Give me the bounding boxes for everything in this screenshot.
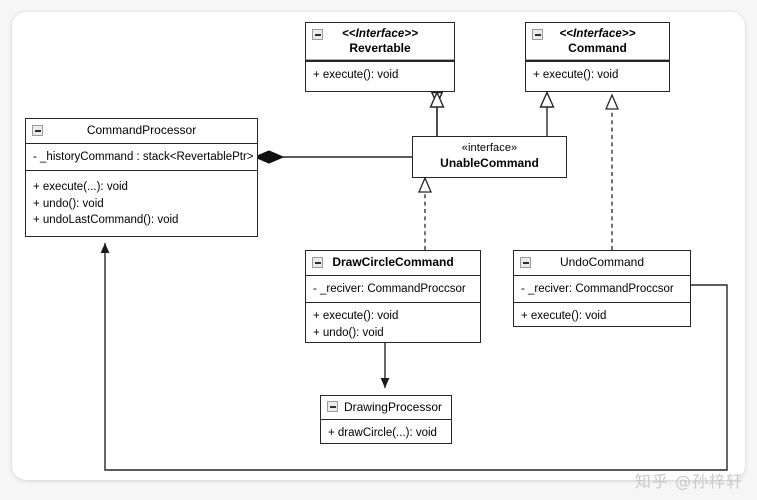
method-row: + execute(...): void — [33, 181, 128, 194]
class-header: <<Interface>> Revertable — [306, 23, 454, 63]
method-row: + undo(): void — [33, 197, 104, 210]
uml-class-command[interactable]: <<Interface>> Command + execute(): void — [525, 22, 670, 92]
attribute-row: - _reciver: CommandProccsor — [313, 283, 466, 295]
class-methods: + execute(): void + undo(): void — [306, 303, 480, 346]
uml-class-undocommand[interactable]: UndoCommand - _reciver: CommandProccsor … — [513, 250, 691, 327]
uml-class-revertable[interactable]: <<Interface>> Revertable + execute(): vo… — [305, 22, 455, 92]
class-name: Revertable — [349, 41, 411, 56]
class-name: UnableCommand — [440, 155, 539, 170]
uml-class-commandprocessor[interactable]: CommandProcessor - _historyCommand : sta… — [25, 118, 258, 237]
watermark-text: 知乎 @孙梓轩 — [634, 472, 743, 491]
connector-commandprocessor-to-unablecommand — [253, 150, 412, 164]
connector-undocommand-to-command — [605, 93, 619, 250]
class-attributes: - _reciver: CommandProccsor — [306, 276, 480, 304]
minus-icon[interactable] — [327, 401, 338, 412]
class-header: UndoCommand — [514, 251, 690, 276]
class-attributes: - _historyCommand : stack<RevertablePtr> — [26, 144, 257, 172]
class-methods: + drawCircle(...): void — [321, 420, 451, 446]
method-row: + drawCircle(...): void — [328, 427, 437, 439]
method-row: + execute(): void — [533, 69, 619, 82]
attribute-row: - _reciver: CommandProccsor — [521, 283, 674, 295]
connector-undocommand-to-commandprocessor — [100, 243, 728, 471]
minus-icon[interactable] — [312, 29, 323, 40]
method-row: + undo(): void — [313, 326, 384, 339]
class-stereotype: «interface» — [461, 142, 518, 154]
method-row: + execute(): void — [313, 310, 399, 323]
class-methods: + execute(): void — [526, 62, 669, 88]
method-row: + execute(): void — [313, 69, 399, 82]
class-name: Command — [568, 41, 627, 56]
class-header: «interface» UnableCommand — [413, 137, 566, 176]
class-methods: + execute(...): void + undo(): void + un… — [26, 171, 257, 233]
connector-drawcirclecommand-to-unablecommand — [418, 176, 432, 250]
class-name: DrawingProcessor — [343, 400, 443, 414]
method-row: + execute(): void — [521, 310, 607, 323]
uml-class-drawingprocessor[interactable]: DrawingProcessor + drawCircle(...): void — [320, 395, 452, 444]
class-name: DrawCircleCommand — [332, 255, 454, 269]
class-stereotype: <<Interface>> — [559, 28, 636, 40]
class-methods: + execute(): void — [514, 303, 690, 329]
minus-icon[interactable] — [32, 125, 43, 136]
class-header: CommandProcessor — [26, 119, 257, 144]
class-header: <<Interface>> Command — [526, 23, 669, 63]
minus-icon[interactable] — [520, 257, 531, 268]
class-stereotype: <<Interface>> — [341, 28, 419, 40]
attribute-row: - _historyCommand : stack<RevertablePtr> — [33, 151, 254, 163]
class-header: DrawingProcessor — [321, 396, 451, 420]
minus-icon[interactable] — [312, 257, 323, 268]
connector-unablecommand-to-command — [539, 90, 555, 136]
uml-class-unablecommand[interactable]: «interface» UnableCommand — [412, 136, 567, 178]
class-header: DrawCircleCommand — [306, 251, 480, 276]
class-name: UndoCommand — [559, 255, 645, 269]
method-row: + undoLastCommand(): void — [33, 213, 179, 226]
connector-unablecommand-to-revertable — [429, 90, 445, 136]
uml-class-drawcirclecommand[interactable]: DrawCircleCommand - _reciver: CommandPro… — [305, 250, 481, 343]
class-name: CommandProcessor — [86, 123, 197, 137]
class-methods: + execute(): void — [306, 62, 454, 88]
class-attributes: - _reciver: CommandProccsor — [514, 276, 690, 304]
minus-icon[interactable] — [532, 29, 543, 40]
